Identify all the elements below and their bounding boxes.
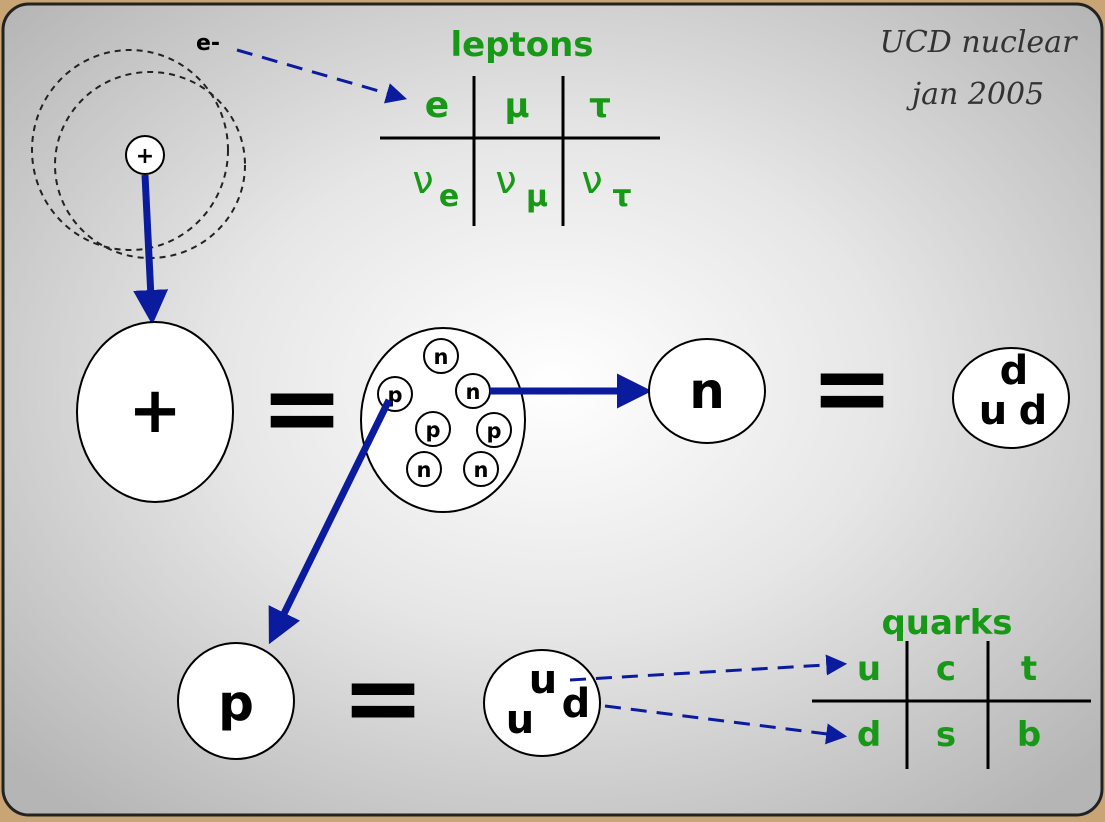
neutron-label: n [689, 362, 725, 420]
nucleon-label: n [417, 458, 432, 482]
lepton-e: e [425, 85, 449, 126]
equals-sign-2: = [810, 329, 894, 446]
quark-c: c [936, 649, 956, 689]
neutrino-e-base: ν [412, 158, 433, 202]
proton-quark-top: u [529, 657, 557, 703]
quark-u-arrow [569, 654, 848, 682]
small-nucleus [125, 135, 165, 175]
electron-to-lepton-arrow [236, 48, 408, 104]
neutrino-e-sub: e [439, 179, 459, 214]
nucleon-list: n p n p p n n [377, 338, 512, 487]
proton-label: p [218, 674, 254, 732]
proton-quark-bottom-left: u [506, 697, 534, 743]
proton-arrow [268, 398, 393, 645]
small-nucleus-symbol: + [136, 144, 154, 169]
proton-quark-right: d [562, 681, 591, 727]
quark-u: u [857, 649, 881, 689]
equals-sign-1: = [260, 349, 344, 466]
proton-circle [177, 642, 295, 760]
neutrino-mu-sub: μ [526, 179, 548, 214]
neutron-quark-bottom-left: u [979, 388, 1007, 434]
credit-line-2: jan 2005 [906, 77, 1044, 112]
neutron-quark-top: d [1000, 348, 1029, 394]
nucleon-label: n [474, 458, 489, 482]
neutrino-tau-sub: τ [612, 179, 631, 214]
large-nucleus [76, 321, 234, 503]
nucleon-label: p [387, 383, 402, 407]
large-nucleus-symbol: + [128, 374, 182, 448]
leptons-title: leptons [450, 25, 593, 65]
credit-line-1: UCD nuclear [880, 25, 1079, 60]
neutron-circle [648, 338, 766, 444]
quarks-title: quarks [881, 603, 1012, 643]
neutron-quark-circle [952, 347, 1070, 449]
nucleon-circle [463, 451, 499, 487]
nucleon-label: p [486, 419, 501, 443]
neutrino-tau-base: ν [581, 158, 602, 202]
electron-label: e- [196, 31, 220, 56]
quark-d: d [857, 715, 881, 755]
lepton-tau: τ [589, 86, 611, 126]
quark-b: b [1017, 715, 1041, 755]
quark-t: t [1021, 649, 1037, 689]
quark-s: s [936, 715, 956, 755]
nucleon-circle [423, 338, 459, 374]
equals-sign-3: = [341, 639, 425, 756]
nucleon-circle [406, 451, 442, 487]
quarks-table: quarks u c t d s b [812, 603, 1091, 769]
neutrino-mu-base: ν [495, 158, 516, 202]
neutron-quark-bottom-right: d [1019, 388, 1048, 434]
lepton-mu: μ [504, 86, 529, 126]
proton-quark-circle [483, 649, 601, 757]
nucleon-label: n [434, 345, 449, 369]
nucleon-circle [415, 411, 451, 447]
nucleus-zoom-arrow [133, 174, 169, 325]
nucleon-label: n [466, 380, 481, 404]
nucleon-circle [476, 412, 512, 448]
quark-d-arrow [604, 704, 848, 745]
leptons-table: leptons e μ τ ν e ν μ ν τ [380, 25, 660, 226]
nucleon-label: p [425, 418, 440, 442]
